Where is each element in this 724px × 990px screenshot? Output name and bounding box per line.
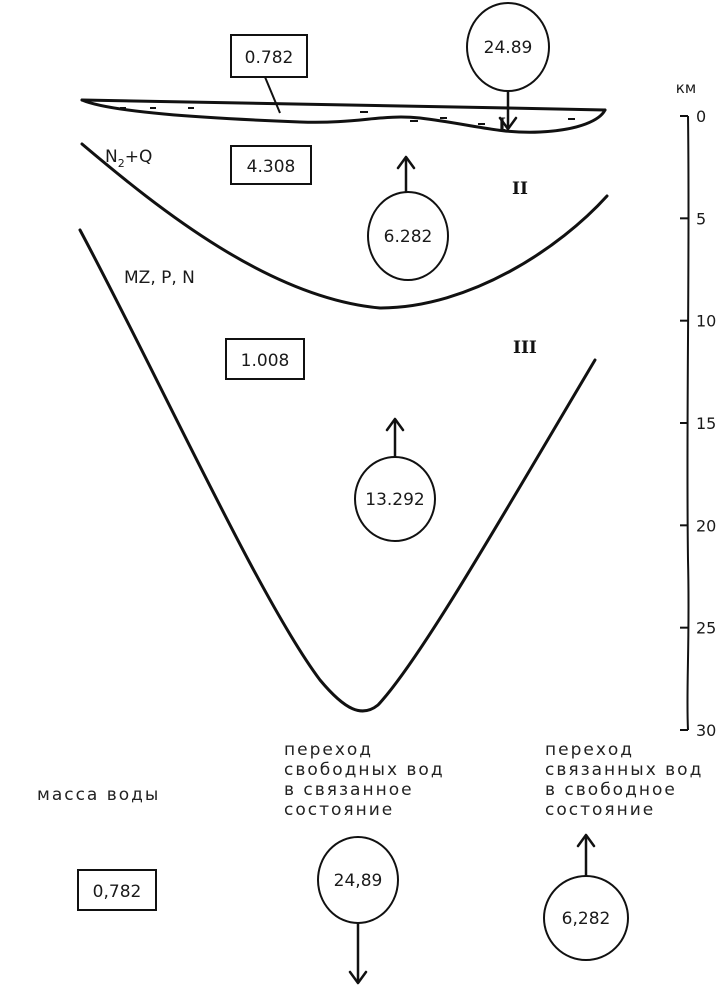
legend-bound-to-free-line-4: состояние xyxy=(545,800,655,820)
layer-2-bottom-boundary xyxy=(80,142,609,310)
depth-scale-tick-label: 5 xyxy=(696,209,706,228)
arrow-down-top xyxy=(498,91,518,131)
legend-arrow-up xyxy=(576,833,596,878)
legend-free-to-bound-value: 24,89 xyxy=(334,871,383,891)
layer-n2q-label: N2+Q xyxy=(105,147,152,170)
legend-bound-to-free-line-1: переход xyxy=(545,740,634,760)
value-box-middle: 4.308 xyxy=(230,145,312,185)
depth-scale-tick-label: 30 xyxy=(696,721,716,740)
flux-circle-bottom-text: 13.292 xyxy=(365,490,424,510)
flux-circle-middle: 6.282 xyxy=(367,191,449,281)
depth-scale-tick-label: 15 xyxy=(696,414,716,433)
depth-scale-tick-label: 25 xyxy=(696,619,716,638)
depth-scale-unit: км xyxy=(676,79,696,97)
legend-bound-to-free-line-2: связанных вод xyxy=(545,760,703,780)
depth-scale-tick-label: 10 xyxy=(696,312,716,331)
legend-arrow-down xyxy=(348,923,368,985)
legend-mass-box xyxy=(77,869,157,911)
legend-mass-label: масса воды xyxy=(37,785,160,805)
box-top-leader-line xyxy=(264,76,281,114)
legend-free-to-bound-line-1: переход xyxy=(284,740,373,760)
value-box-bottom-text: 1.008 xyxy=(241,351,290,371)
depth-scale-tick-label: 20 xyxy=(696,516,716,535)
arrow-up-middle xyxy=(396,155,416,196)
depth-scale: км 0 5 10 15 20 25 30 xyxy=(676,79,717,740)
legend-free-to-bound-line-3: в связанное xyxy=(284,780,414,800)
legend-bound-to-free-line-3: в свободное xyxy=(545,780,677,800)
depth-scale-ticks: 0 5 10 15 20 25 30 xyxy=(680,107,716,740)
depth-scale-tick-label: 0 xyxy=(696,107,706,126)
value-box-top-text: 0.782 xyxy=(245,48,294,68)
arrow-up-bottom xyxy=(385,417,405,460)
layer-1-hatching xyxy=(120,107,575,125)
value-box-middle-text: 4.308 xyxy=(247,157,296,177)
layer-1-bottom-boundary xyxy=(80,98,607,134)
layer-1-top-boundary xyxy=(80,98,607,112)
legend-bound-to-free-value: 6,282 xyxy=(562,909,611,929)
flux-circle-bottom: 13.292 xyxy=(354,456,436,542)
value-box-bottom: 1.008 xyxy=(225,338,305,380)
flux-circle-top-text: 24.89 xyxy=(484,38,533,58)
layer-mz-label: MZ, P, N xyxy=(124,268,195,288)
legend-free-to-bound-line-2: свободных вод xyxy=(284,760,445,780)
roman-label-3: III xyxy=(513,338,537,358)
roman-label-2: II xyxy=(512,179,528,199)
flux-circle-top: 24.89 xyxy=(466,2,550,92)
legend-bound-to-free-circle xyxy=(543,875,629,961)
legend: масса воды 0,782 переход свободных вод в… xyxy=(37,740,703,985)
legend-mass-value: 0,782 xyxy=(93,882,142,902)
flux-circle-middle-text: 6.282 xyxy=(384,227,433,247)
roman-label-1: I xyxy=(498,115,506,135)
value-box-top: 0.782 xyxy=(230,34,308,78)
layer-3-bottom-boundary xyxy=(78,228,597,713)
legend-free-to-bound-line-4: состояние xyxy=(284,800,394,820)
